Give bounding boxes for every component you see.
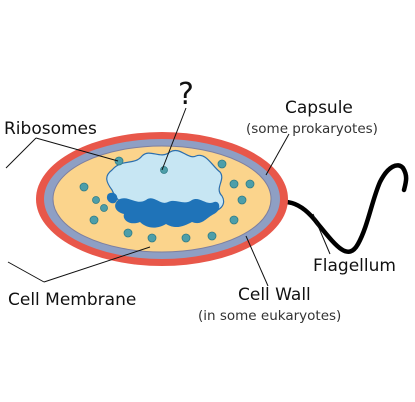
ribosome [229, 215, 239, 225]
ribosome [89, 215, 99, 225]
ribosomes-leader [5, 137, 37, 169]
cell-membrane-leader [43, 246, 151, 283]
ribosome [207, 231, 217, 241]
nucleoid-fragment [106, 192, 118, 204]
ribosomes [79, 156, 255, 243]
flagellum [259, 163, 409, 254]
ribosome [217, 159, 227, 169]
question-leader [161, 107, 187, 171]
question-mark: ? [178, 77, 194, 112]
cell-wall-label: Cell Wall [238, 285, 311, 305]
ribosome [160, 166, 168, 174]
ribosome [245, 179, 255, 189]
ribosome [147, 233, 157, 243]
ribosome [79, 182, 89, 192]
ribosome [92, 196, 100, 204]
ribosome [100, 204, 108, 212]
ribosome [237, 195, 247, 205]
capsule-label: Capsule [285, 98, 353, 118]
cell-wall-note: (in some eukaryotes) [198, 308, 341, 324]
ribosome [123, 228, 133, 238]
cell-membrane-leader [7, 261, 45, 283]
ribosomes-leader [35, 137, 119, 162]
capsule-leader [265, 133, 290, 176]
cell-membrane-label: Cell Membrane [8, 290, 136, 310]
ribosome [229, 179, 239, 189]
nucleoid-dna [115, 198, 220, 228]
cell-wall-leader [245, 235, 269, 287]
flagellum-leader [312, 213, 331, 255]
ribosome [114, 156, 124, 166]
capsule-note: (some prokaryotes) [246, 121, 378, 137]
ribosome [181, 233, 191, 243]
ribosomes-label: Ribosomes [4, 119, 97, 139]
flagellum-label: Flagellum [313, 256, 396, 276]
